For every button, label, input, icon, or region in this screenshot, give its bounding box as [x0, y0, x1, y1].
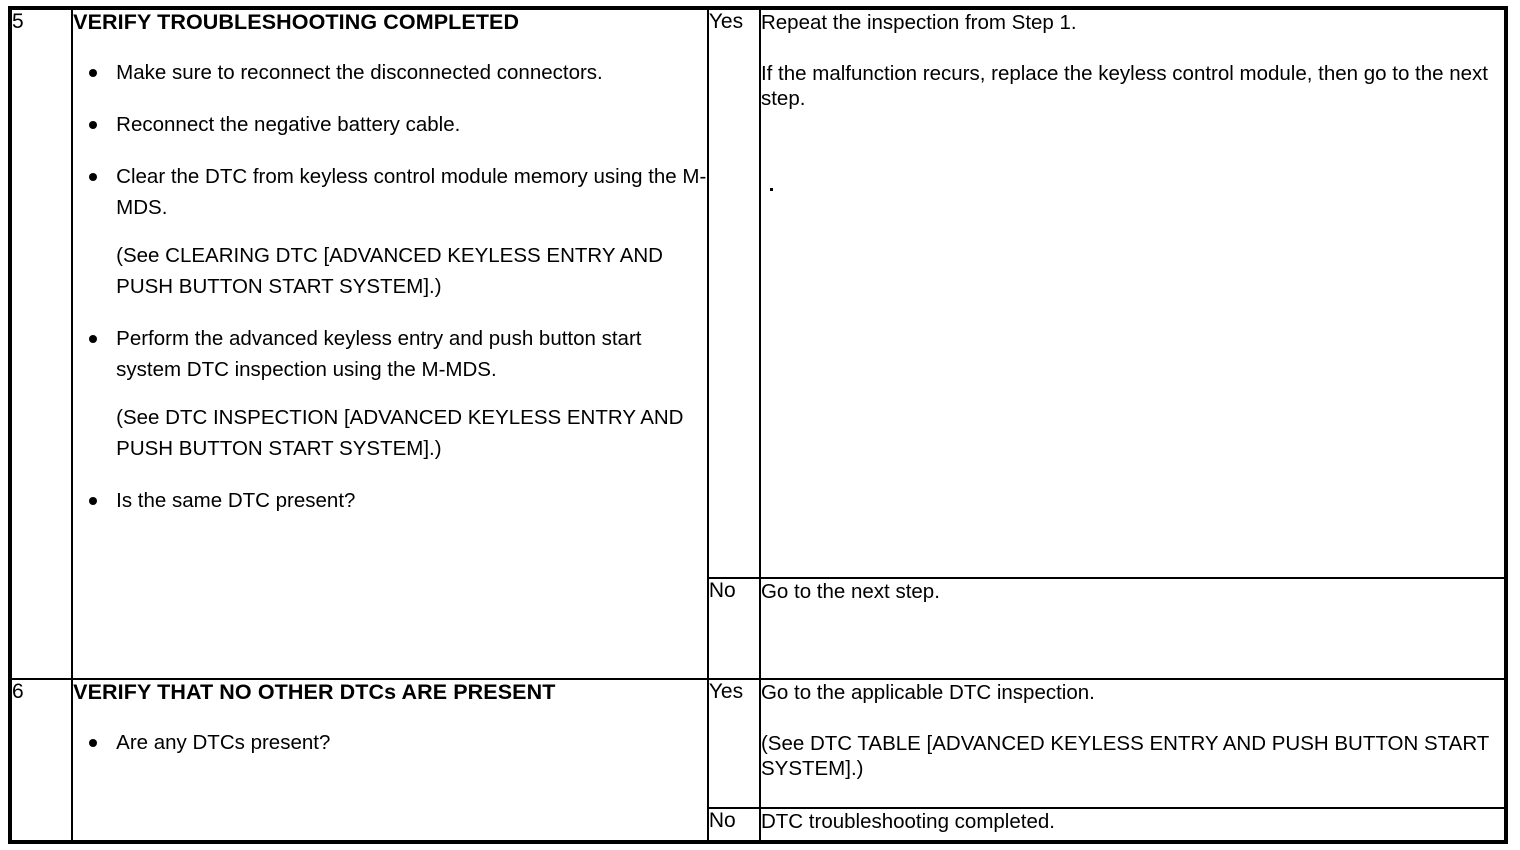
- result-label-cell-5-no: No: [706, 577, 761, 680]
- step-number: 6: [12, 680, 24, 703]
- action-cell-5-no: Go to the next step.: [758, 577, 1508, 680]
- action-text: Go to the applicable DTC inspection.: [760, 681, 1095, 704]
- list-item: Reconnect the negative battery cable.: [73, 109, 707, 140]
- result-label: Yes: [708, 10, 744, 33]
- step-number-cell-6: 6: [8, 678, 74, 843]
- inspection-cell-5: VERIFY TROUBLESHOOTING COMPLETED Make su…: [71, 7, 709, 680]
- reference-note-clearing-dtc: (See CLEARING DTC [ADVANCED KEYLESS ENTR…: [116, 244, 663, 298]
- table-row: 5 VERIFY TROUBLESHOOTING COMPLETED Make …: [8, 7, 1508, 680]
- reference-note-dtc-inspection: (See DTC INSPECTION [ADVANCED KEYLESS EN…: [116, 406, 684, 460]
- list-item: Are any DTCs present?: [73, 727, 707, 758]
- list-item-text: Perform the advanced keyless entry and p…: [116, 327, 642, 381]
- list-item: Perform the advanced keyless entry and p…: [73, 323, 707, 464]
- list-item: Clear the DTC from keyless control modul…: [73, 161, 707, 302]
- list-item-text: Clear the DTC from keyless control modul…: [116, 165, 707, 219]
- result-label: No: [708, 579, 736, 602]
- result-label: Yes: [708, 680, 744, 703]
- inspection-cell-6: VERIFY THAT NO OTHER DTCs ARE PRESENT Ar…: [71, 678, 709, 843]
- result-label-cell-6-yes: Yes: [706, 678, 761, 809]
- section-title: VERIFY TROUBLESHOOTING COMPLETED: [73, 10, 520, 34]
- step-number: 5: [12, 10, 24, 33]
- step-number-cell-5: 5: [8, 7, 74, 680]
- table-row: No Go to the next step.: [10, 577, 1508, 680]
- table-row: No DTC troubleshooting completed.: [10, 807, 1508, 843]
- section-title: VERIFY THAT NO OTHER DTCs ARE PRESENT: [73, 680, 556, 704]
- result-label: No: [708, 809, 736, 832]
- action-text: DTC troubleshooting completed.: [760, 810, 1055, 833]
- troubleshooting-table: 5 VERIFY TROUBLESHOOTING COMPLETED Make …: [8, 6, 1508, 844]
- inspection-step-list: Make sure to reconnect the disconnected …: [73, 57, 707, 516]
- result-label-cell-6-no: No: [706, 807, 761, 843]
- action-cell-6-no: DTC troubleshooting completed.: [758, 807, 1508, 843]
- result-label-cell-5-yes: Yes: [706, 7, 761, 579]
- list-item: Is the same DTC present?: [73, 485, 707, 516]
- action-cell-5-yes: Repeat the inspection from Step 1. If th…: [758, 7, 1508, 579]
- action-cell-6-yes: Go to the applicable DTC inspection. (Se…: [758, 678, 1508, 809]
- action-text: Repeat the inspection from Step 1.: [760, 11, 1077, 34]
- table-row: 6 VERIFY THAT NO OTHER DTCs ARE PRESENT …: [8, 678, 1508, 843]
- action-text: Go to the next step.: [760, 580, 940, 603]
- list-item: Make sure to reconnect the disconnected …: [73, 57, 707, 88]
- scan-artifact-speck: [770, 188, 773, 191]
- action-text: (See DTC TABLE [ADVANCED KEYLESS ENTRY A…: [760, 732, 1489, 780]
- inspection-step-list: Are any DTCs present?: [73, 727, 707, 758]
- action-text: If the malfunction recurs, replace the k…: [760, 62, 1488, 110]
